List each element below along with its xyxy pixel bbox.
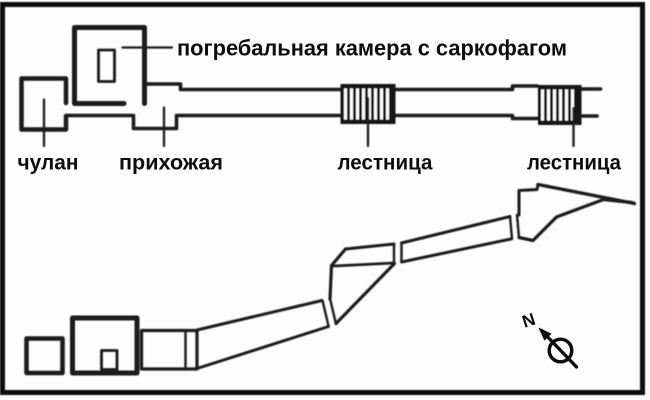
closet-label: чулан [18,151,79,175]
plan-sarcophagus [97,48,116,83]
section-stair1-landing [332,261,396,268]
section-sarcophagus [100,349,119,371]
compass-arrowhead [538,327,552,341]
section-stair2-ramp [517,197,634,243]
section-burial-chamber [70,315,140,376]
section-stair2-wall [517,183,540,217]
section-stair1-ceiling [344,242,396,251]
compass-north-label: N [520,309,538,332]
section-anteroom [139,328,199,371]
section-lower-corridor-ceiling [195,299,324,332]
plan-staircase-right-hatch [538,85,582,125]
section-upper-corridor-ceiling [400,215,512,245]
section-upper-corridor-floor [400,237,513,264]
section-door-line-2 [328,297,338,326]
section-door-line-1 [321,299,330,328]
burial-chamber-label: погребальная камера с саркофагом [177,36,567,61]
border-frame [0,2,645,395]
plan-corridor-south-wall-1 [64,113,342,131]
section-door-line-6 [515,213,521,239]
plan-burial-chamber [72,25,147,106]
section-door-line-5 [508,215,514,241]
section-stair1-ramp [334,261,397,326]
plan-corridor-north-wall-1 [145,82,342,92]
north-compass-icon: N [520,309,579,369]
plan-closet [19,76,69,132]
compass-circle [547,337,574,364]
staircase-right-label: лестница [527,151,622,175]
anteroom-label: прихожая [119,151,223,175]
section-view [24,182,637,376]
staircase-left-label: лестница [338,151,434,175]
section-stair1-wall [328,247,348,301]
plan-corridor-north-wall-2 [394,84,540,92]
plan-corridor-south-wall-2 [394,113,540,121]
labels: погребальная камера с саркофагом чулан п… [18,36,622,175]
section-closet [24,336,65,376]
plan-view [19,25,603,148]
section-lower-corridor-floor [195,325,330,370]
